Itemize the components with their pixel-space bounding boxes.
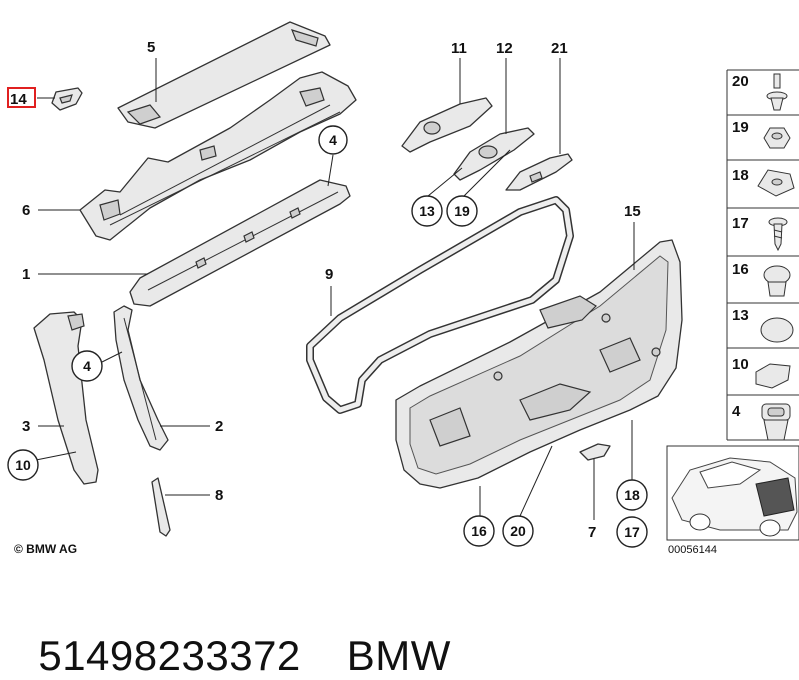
sidebar-item-4-label[interactable]: 4 [732,403,741,420]
callout-2[interactable]: 2 [215,418,223,435]
part-2-pillar-bracket [113,305,169,451]
callout-11[interactable]: 11 [451,40,467,57]
callout-21[interactable]: 21 [551,40,568,57]
callout-19[interactable]: 19 [454,203,470,219]
part-3-pillar-trim [33,311,99,485]
callout-10[interactable]: 10 [15,457,31,473]
callout-17[interactable]: 17 [624,524,640,540]
part-11-handle [401,97,493,153]
square-cap-icon [755,363,791,389]
callout-19-circle[interactable] [446,195,478,227]
sidebar-item-20-label[interactable]: 20 [732,73,749,90]
brand-name: BMW [346,632,451,679]
leader-10 [35,451,77,461]
callout-18-circle[interactable] [616,479,648,511]
callout-4b[interactable]: 4 [83,358,91,374]
leader-20 [519,445,553,517]
part-1-sill-trim [129,179,351,307]
sidebar-item-10-label[interactable]: 10 [732,356,749,373]
part-21-cover [505,153,573,191]
callout-12[interactable]: 12 [496,40,513,57]
part-14-clip [51,87,83,111]
callout-5[interactable]: 5 [147,39,155,56]
round-cap-icon [760,317,794,343]
part-7-clip [579,443,611,461]
sidebar-item-18-label[interactable]: 18 [732,167,749,184]
callout-16[interactable]: 16 [471,523,487,539]
part-8-strip [151,477,171,537]
callout-13[interactable]: 13 [419,203,435,219]
leader-4a [327,154,334,187]
part-number: 51498233372 [38,632,301,679]
clip-nut-icon [757,169,795,197]
callout-20-circle[interactable] [502,515,534,547]
callout-15[interactable]: 15 [624,203,641,220]
callout-7[interactable]: 7 [588,524,596,541]
part-9-seal [306,196,574,414]
part-12-handle [453,127,535,181]
sidebar-item-16-label[interactable]: 16 [732,261,749,278]
callout-14-highlight[interactable] [7,87,36,108]
callout-10-circle[interactable] [7,449,39,481]
leader-13 [427,167,463,197]
grommet-clip-icon [761,403,791,441]
sidebar-item-17-label[interactable]: 17 [732,215,749,232]
callout-4a[interactable]: 4 [329,132,337,148]
hex-nut-icon [763,127,791,149]
part-5-upper-trim [117,21,331,129]
fastener-sidebar: 20 19 18 17 16 [726,69,799,441]
sidebar-item-13-label[interactable]: 13 [732,307,749,324]
callout-17-circle[interactable] [616,516,648,548]
footer-part-number: 51498233372 BMW [14,584,451,680]
expanding-rivet-icon [763,265,791,297]
callout-4a-circle[interactable] [318,125,348,155]
push-rivet-icon [766,73,788,111]
part-6-lower-trim [79,71,357,241]
callout-8[interactable]: 8 [215,487,223,504]
copyright: © BMW AG [14,542,77,556]
callout-13-circle[interactable] [411,195,443,227]
diagram-number: 00056144 [668,544,717,556]
callout-9[interactable]: 9 [325,266,333,283]
callout-18[interactable]: 18 [624,487,640,503]
callout-3[interactable]: 3 [22,418,30,435]
callout-1[interactable]: 1 [22,266,30,283]
callout-4b-circle[interactable] [71,350,103,382]
screw-icon [768,217,788,252]
callout-20[interactable]: 20 [510,523,526,539]
leader-4b [101,351,123,363]
car-location-inset [666,445,799,541]
callout-16-circle[interactable] [463,515,495,547]
leader-19 [463,149,511,197]
sidebar-item-19-label[interactable]: 19 [732,119,749,136]
callout-6[interactable]: 6 [22,202,30,219]
callout-14[interactable]: 14 [10,91,27,108]
part-16-tailgate-panel [395,239,683,489]
